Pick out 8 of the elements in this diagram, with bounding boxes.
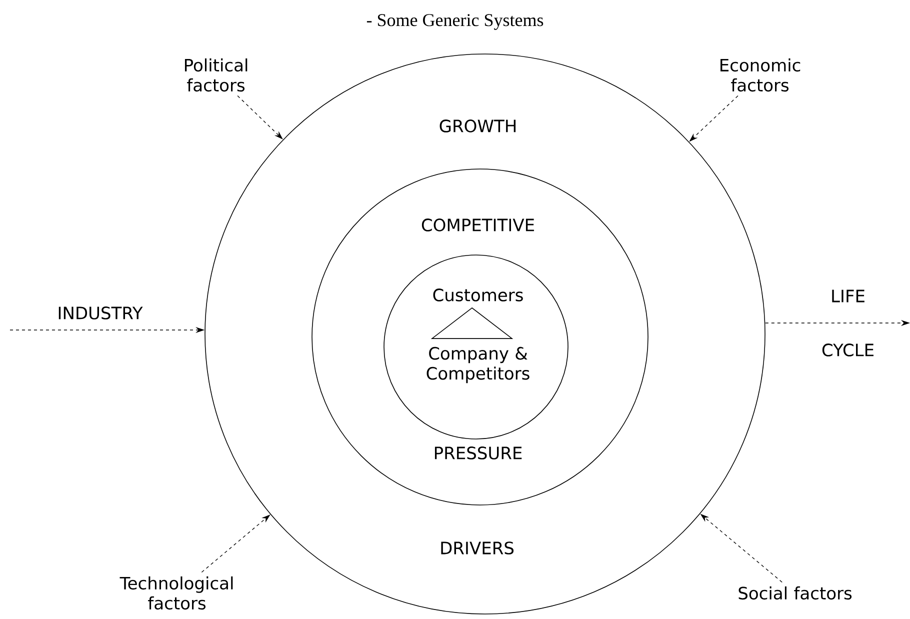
factor-label: Economic factors <box>720 58 800 92</box>
title: - Some Generic Systems <box>366 14 544 30</box>
label: CYCLE <box>822 344 874 356</box>
edge-label: LIFE <box>832 290 864 302</box>
edge-label: INDUSTRY <box>58 306 143 320</box>
factor-label: Political factors <box>184 58 248 92</box>
factor-label: Social factors <box>738 586 852 600</box>
factor-label: Technological factors <box>120 576 233 610</box>
